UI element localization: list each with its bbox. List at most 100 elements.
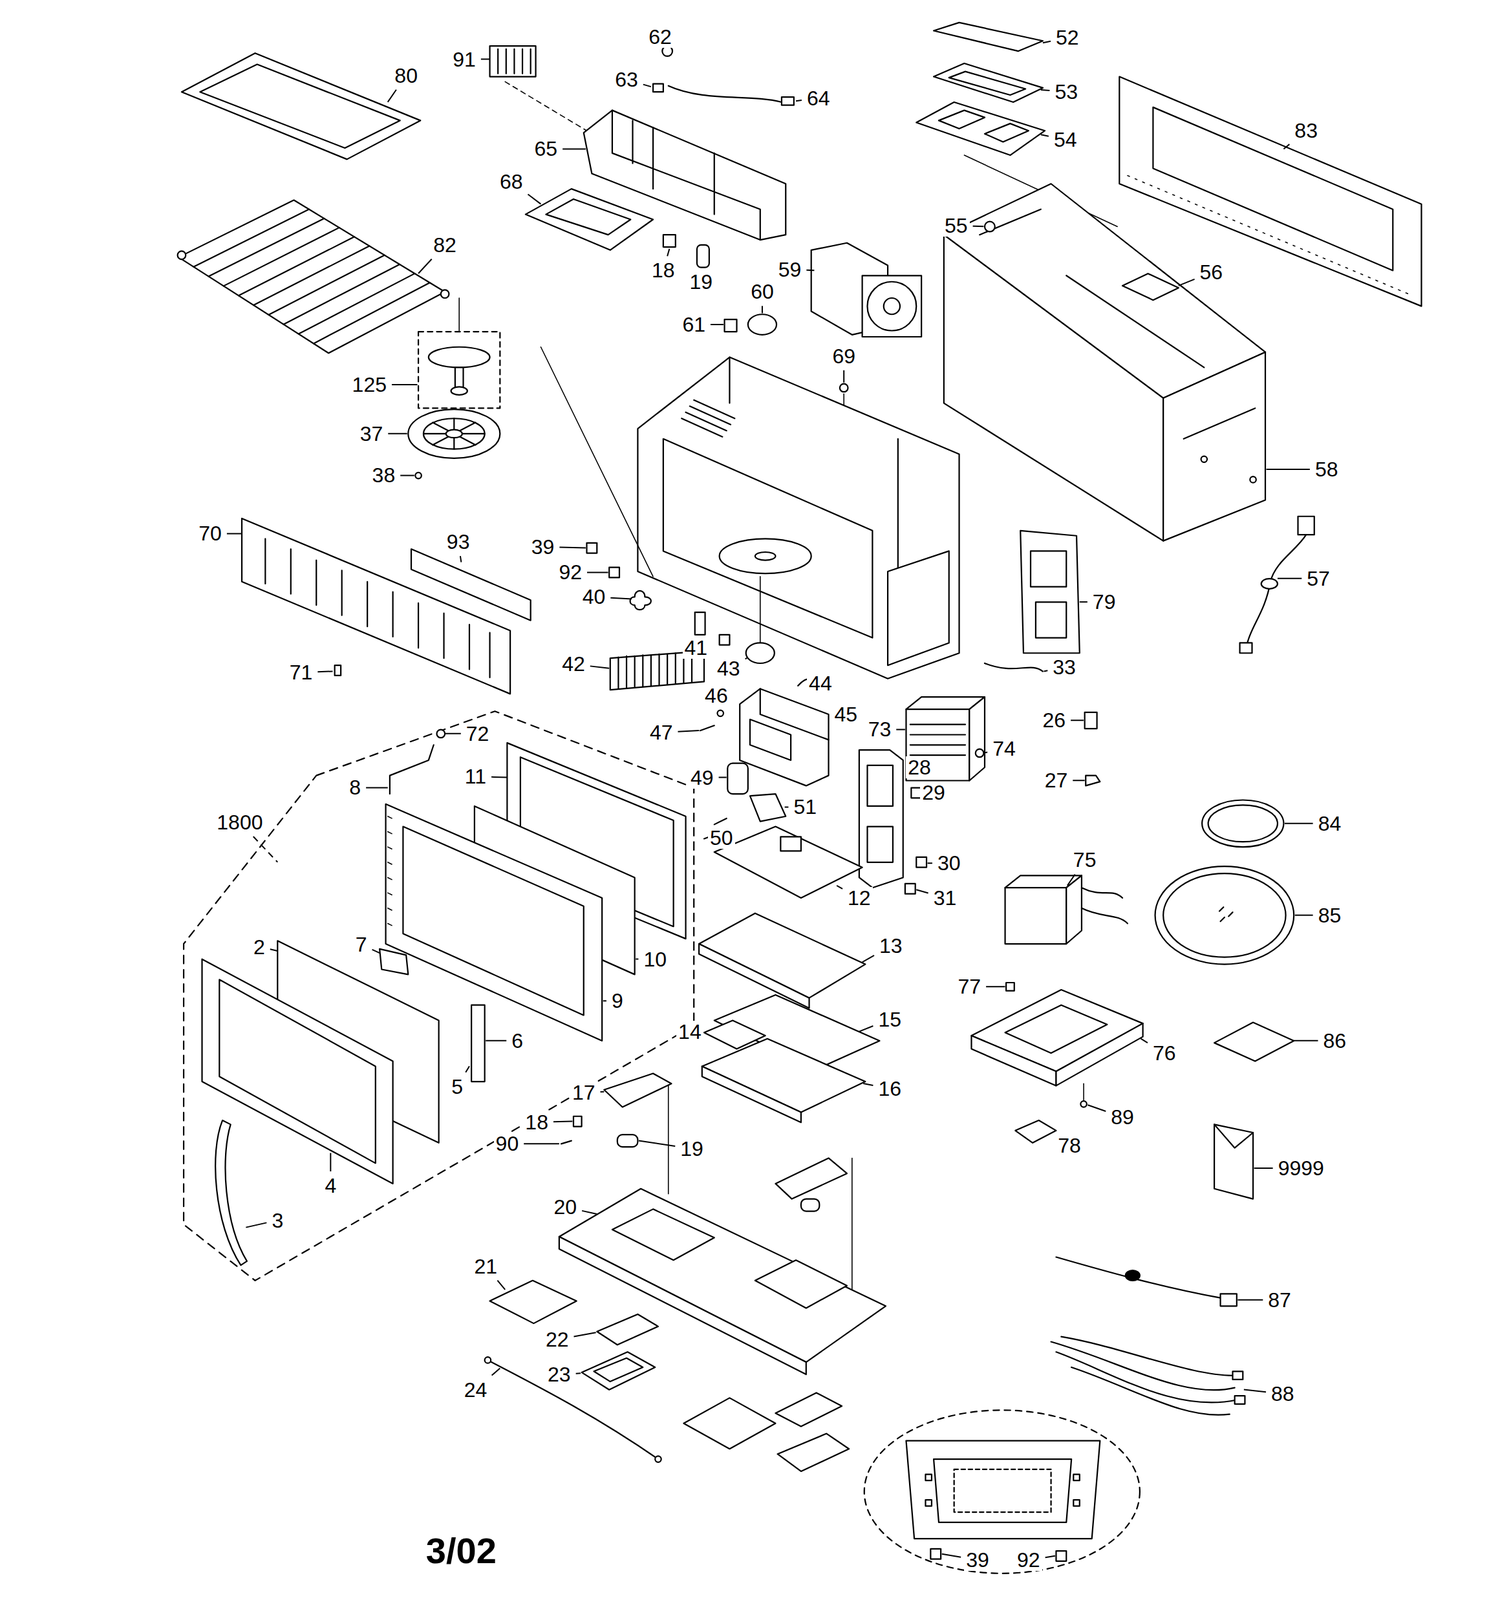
leader-line bbox=[836, 885, 843, 890]
manuals bbox=[1214, 1124, 1254, 1199]
leader-line bbox=[1072, 779, 1085, 782]
callout-number: 29 bbox=[920, 781, 948, 804]
transformer bbox=[971, 875, 1143, 1143]
callout-number: 7 bbox=[353, 933, 370, 956]
magnetron bbox=[905, 709, 970, 781]
door-assembly bbox=[471, 1005, 485, 1082]
leader-line bbox=[391, 384, 418, 386]
wire-harness bbox=[1234, 1395, 1246, 1405]
callout-number: 60 bbox=[748, 280, 776, 303]
vent-grille-small bbox=[497, 49, 531, 74]
wire-harness bbox=[1232, 1371, 1244, 1380]
power-cord bbox=[1261, 578, 1278, 590]
power-cord bbox=[1240, 516, 1315, 654]
bottom-plate bbox=[775, 1392, 842, 1427]
vent-grille-small bbox=[490, 45, 536, 77]
callout-number: 18 bbox=[649, 259, 677, 282]
callout-number: 59 bbox=[776, 258, 804, 281]
leader-line bbox=[1140, 1039, 1147, 1043]
oven-cavity bbox=[540, 347, 959, 679]
callout-number: 30 bbox=[935, 852, 963, 875]
leader-line bbox=[245, 1222, 267, 1228]
bottom-plate bbox=[617, 1134, 639, 1147]
callout-number: 5 bbox=[449, 1075, 465, 1098]
cavity-small-parts bbox=[586, 543, 597, 554]
latch-bracket bbox=[905, 883, 916, 895]
bottom-plate bbox=[654, 1456, 661, 1462]
rings-and-tray bbox=[1155, 866, 1295, 965]
wire-harness bbox=[1220, 1293, 1237, 1307]
filter-parts bbox=[938, 110, 1029, 143]
tray-frame bbox=[181, 53, 421, 160]
mounting-plate bbox=[1119, 76, 1422, 307]
leader-line bbox=[317, 670, 333, 673]
front-grille bbox=[241, 518, 511, 694]
outer-case bbox=[943, 183, 1266, 541]
leader-line bbox=[745, 658, 748, 659]
small-parts-top bbox=[653, 84, 664, 93]
callout-number: 14 bbox=[676, 1020, 704, 1043]
callout-number: 54 bbox=[1051, 128, 1080, 151]
bottom-plate bbox=[594, 1358, 644, 1382]
filter-parts bbox=[916, 22, 1118, 227]
power-cord bbox=[1240, 642, 1253, 654]
callout-number: 6 bbox=[509, 1029, 525, 1052]
rings-and-tray bbox=[1201, 800, 1284, 848]
bottom-plate bbox=[851, 1157, 853, 1308]
callout-number: 41 bbox=[682, 636, 710, 659]
leader-line bbox=[806, 269, 815, 272]
door-assembly bbox=[385, 804, 603, 1041]
leader-line bbox=[581, 1210, 597, 1215]
cavity-small-parts bbox=[700, 725, 715, 731]
leader-line bbox=[983, 752, 988, 754]
callout-number: 18 bbox=[523, 1111, 551, 1134]
leader-line bbox=[1045, 1556, 1056, 1558]
callout-number: 21 bbox=[471, 1255, 500, 1278]
rack bbox=[177, 200, 460, 354]
leader-line bbox=[677, 730, 699, 732]
detail-inset bbox=[925, 1500, 932, 1506]
detail-inset bbox=[954, 1469, 1052, 1513]
fan-assembly bbox=[867, 281, 917, 332]
oven-cavity bbox=[719, 538, 812, 574]
transformer bbox=[971, 1035, 1056, 1086]
small-parts-top bbox=[668, 85, 782, 103]
leader-line bbox=[270, 949, 279, 952]
bottom-plate bbox=[487, 1360, 659, 1460]
callout-number: 22 bbox=[543, 1328, 571, 1351]
callout-number: 12 bbox=[845, 887, 873, 910]
callout-number: 19 bbox=[687, 270, 715, 293]
rings-and-tray bbox=[1208, 804, 1278, 842]
roller-ring bbox=[407, 409, 500, 459]
callout-number: 23 bbox=[545, 1363, 573, 1386]
rack bbox=[458, 298, 460, 332]
detail-inset bbox=[1073, 1500, 1080, 1506]
callout-number: 51 bbox=[791, 795, 819, 818]
leader-line bbox=[1040, 89, 1050, 91]
callout-number: 61 bbox=[680, 313, 708, 336]
door-assembly bbox=[183, 711, 694, 1281]
bottom-plate bbox=[755, 1260, 847, 1308]
bottom-plate bbox=[573, 1116, 582, 1127]
bottom-plate bbox=[559, 1189, 886, 1363]
callout-number: 53 bbox=[1052, 80, 1080, 103]
bottom-plate bbox=[559, 1236, 807, 1375]
leader-line bbox=[1243, 1390, 1266, 1393]
callout-number: 64 bbox=[804, 87, 833, 110]
callout-number: 65 bbox=[532, 137, 560, 160]
callout-number: 125 bbox=[350, 373, 389, 396]
callout-number: 1800 bbox=[214, 811, 265, 834]
callout-number: 9 bbox=[609, 989, 626, 1012]
small-parts-top bbox=[663, 234, 676, 247]
rings-and-tray bbox=[1155, 800, 1295, 965]
callout-number: 93 bbox=[444, 530, 472, 553]
bottom-plate bbox=[702, 1039, 866, 1113]
leader-line bbox=[784, 806, 789, 808]
leader-line bbox=[603, 1000, 607, 1002]
callout-number: 57 bbox=[1304, 567, 1332, 590]
leader-line bbox=[523, 1143, 560, 1145]
leader-line bbox=[444, 733, 461, 735]
callout-number: 16 bbox=[876, 1077, 904, 1100]
